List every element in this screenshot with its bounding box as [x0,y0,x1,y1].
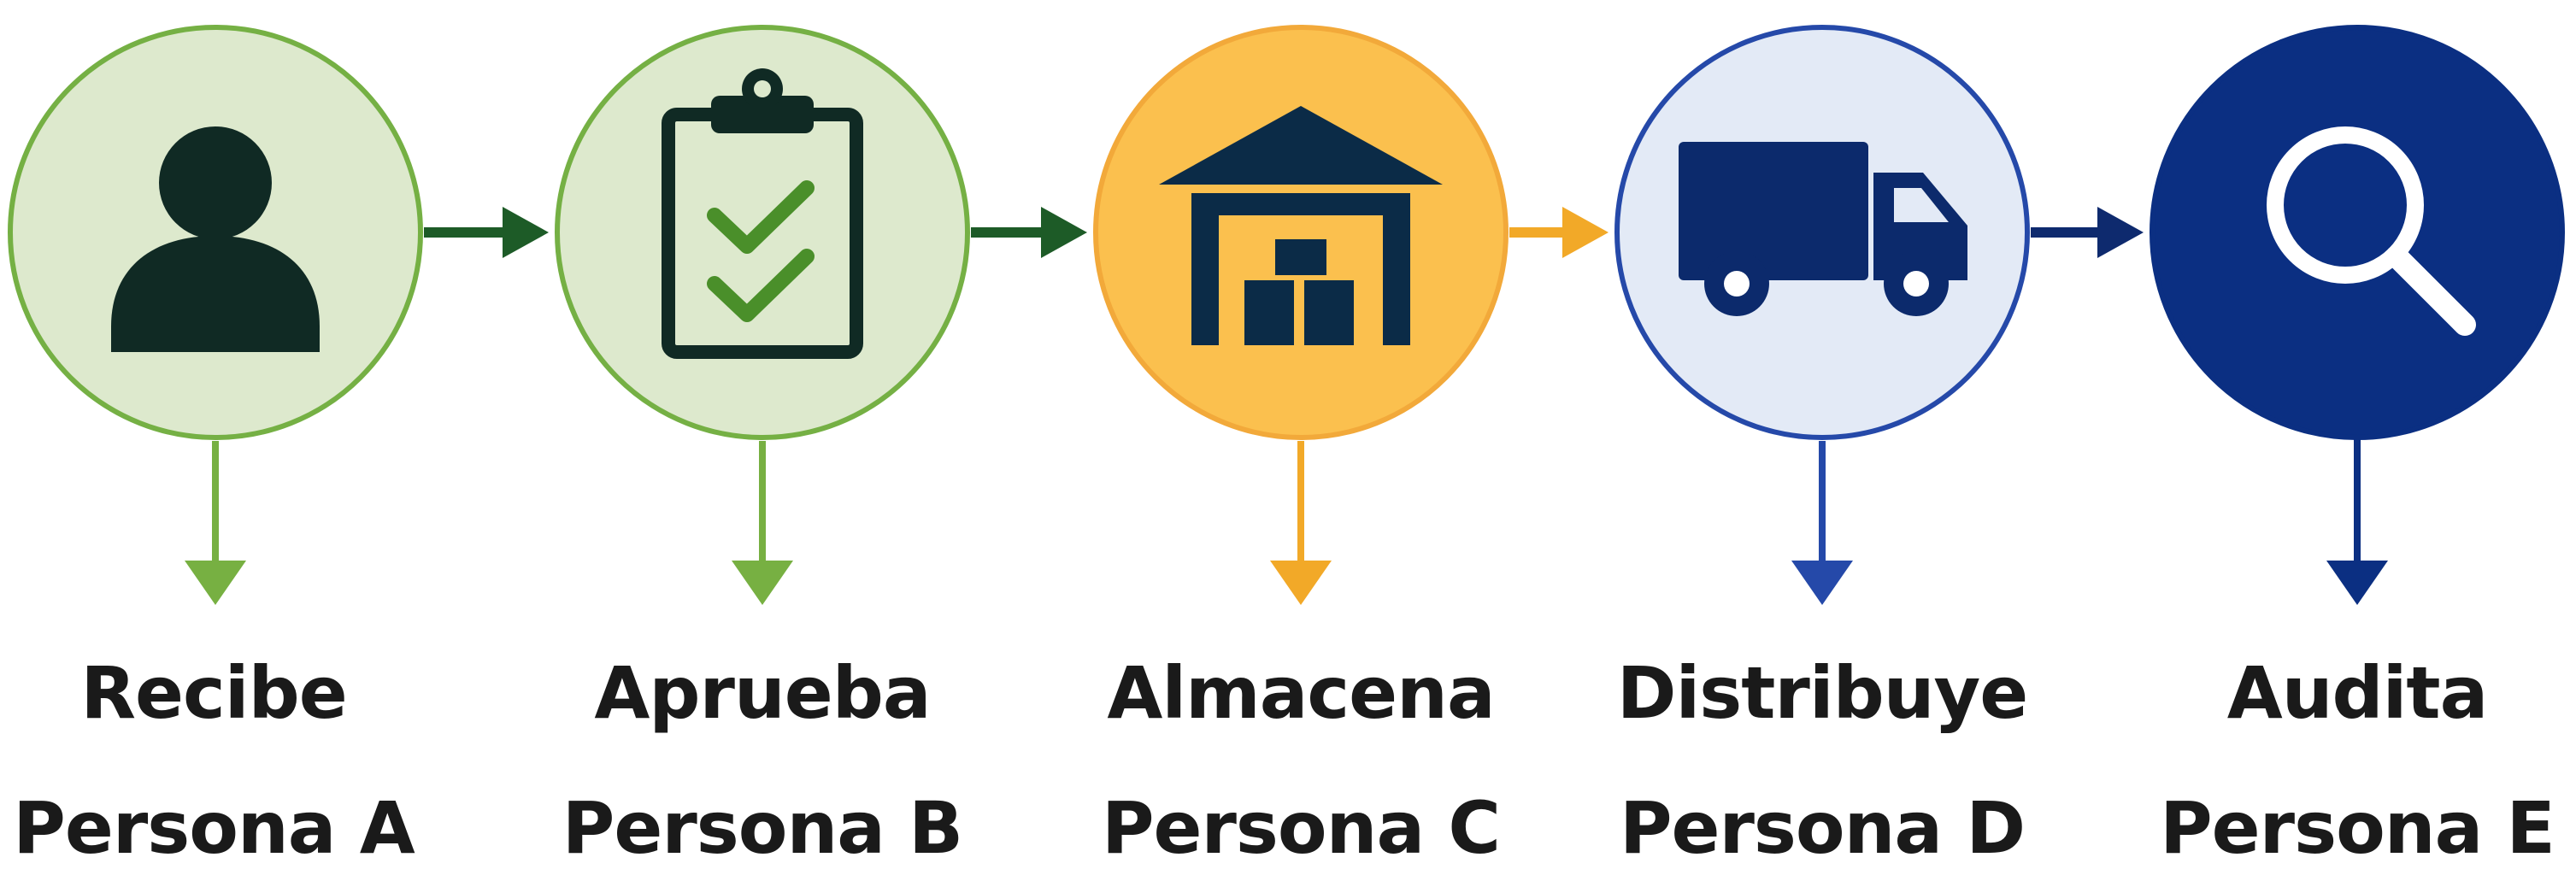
box [1275,239,1326,275]
check-mark [707,180,815,254]
step-label-aprueba: Aprueba [594,651,931,735]
step-node [1614,25,2030,440]
step-label-audita: Audita [2226,651,2489,735]
connector-arrowhead [1562,207,1609,258]
step-label-almacena: Almacena [1107,651,1495,735]
step-label-distribuye: Distribuye [1616,651,2029,735]
person-icon [111,126,320,352]
check-mark [707,249,815,322]
truck-window [1894,188,1949,222]
truck-hub [1724,271,1750,297]
warehouse-roof [1159,106,1443,185]
connector-arrow [2031,207,2144,258]
step-node [8,25,423,440]
truck-icon [1679,142,1967,316]
step-node [555,25,970,440]
down-arrow [1270,441,1332,605]
step-circle [1093,25,1509,440]
connector-arrowhead [1041,207,1087,258]
clipboard-clip [711,96,814,133]
down-arrow [185,441,246,605]
person-label-b: Persona B [562,786,963,870]
warehouse-walls [1191,193,1410,345]
magnifier-icon [2267,126,2476,336]
down-arrow-head [1791,561,1853,605]
person-label-d: Persona D [1619,786,2026,870]
truck-cargo [1679,142,1868,280]
clipboard-ring-hole [754,80,771,97]
down-arrow [1791,441,1853,605]
person-head [159,126,272,239]
connector-arrow [424,207,549,258]
connector-arrow [1509,207,1609,258]
down-arrow-head [1270,561,1332,605]
step-node [1093,25,1509,440]
person-body [111,236,320,352]
magnifier-handle [2385,245,2476,336]
connector-arrow [971,207,1087,258]
magnifier-lens [2267,126,2424,284]
connector-arrowhead [2097,207,2144,258]
down-arrow-head [185,561,246,605]
down-arrow-head [732,561,793,605]
down-arrow-head [2326,561,2388,605]
step-label-recibe: Recibe [80,651,347,735]
clipboard-check-icon [662,68,863,359]
warehouse-icon [1159,106,1443,345]
person-label-a: Persona A [13,786,415,870]
person-label-c: Persona C [1101,786,1501,870]
box [1304,280,1354,345]
down-arrow [732,441,793,605]
down-arrow [2326,439,2388,605]
person-label-e: Persona E [2160,786,2555,870]
step-node [2150,25,2565,440]
connector-arrowhead [503,207,549,258]
truck-hub [1903,271,1929,297]
step-circle [2150,25,2565,440]
box [1244,280,1294,345]
